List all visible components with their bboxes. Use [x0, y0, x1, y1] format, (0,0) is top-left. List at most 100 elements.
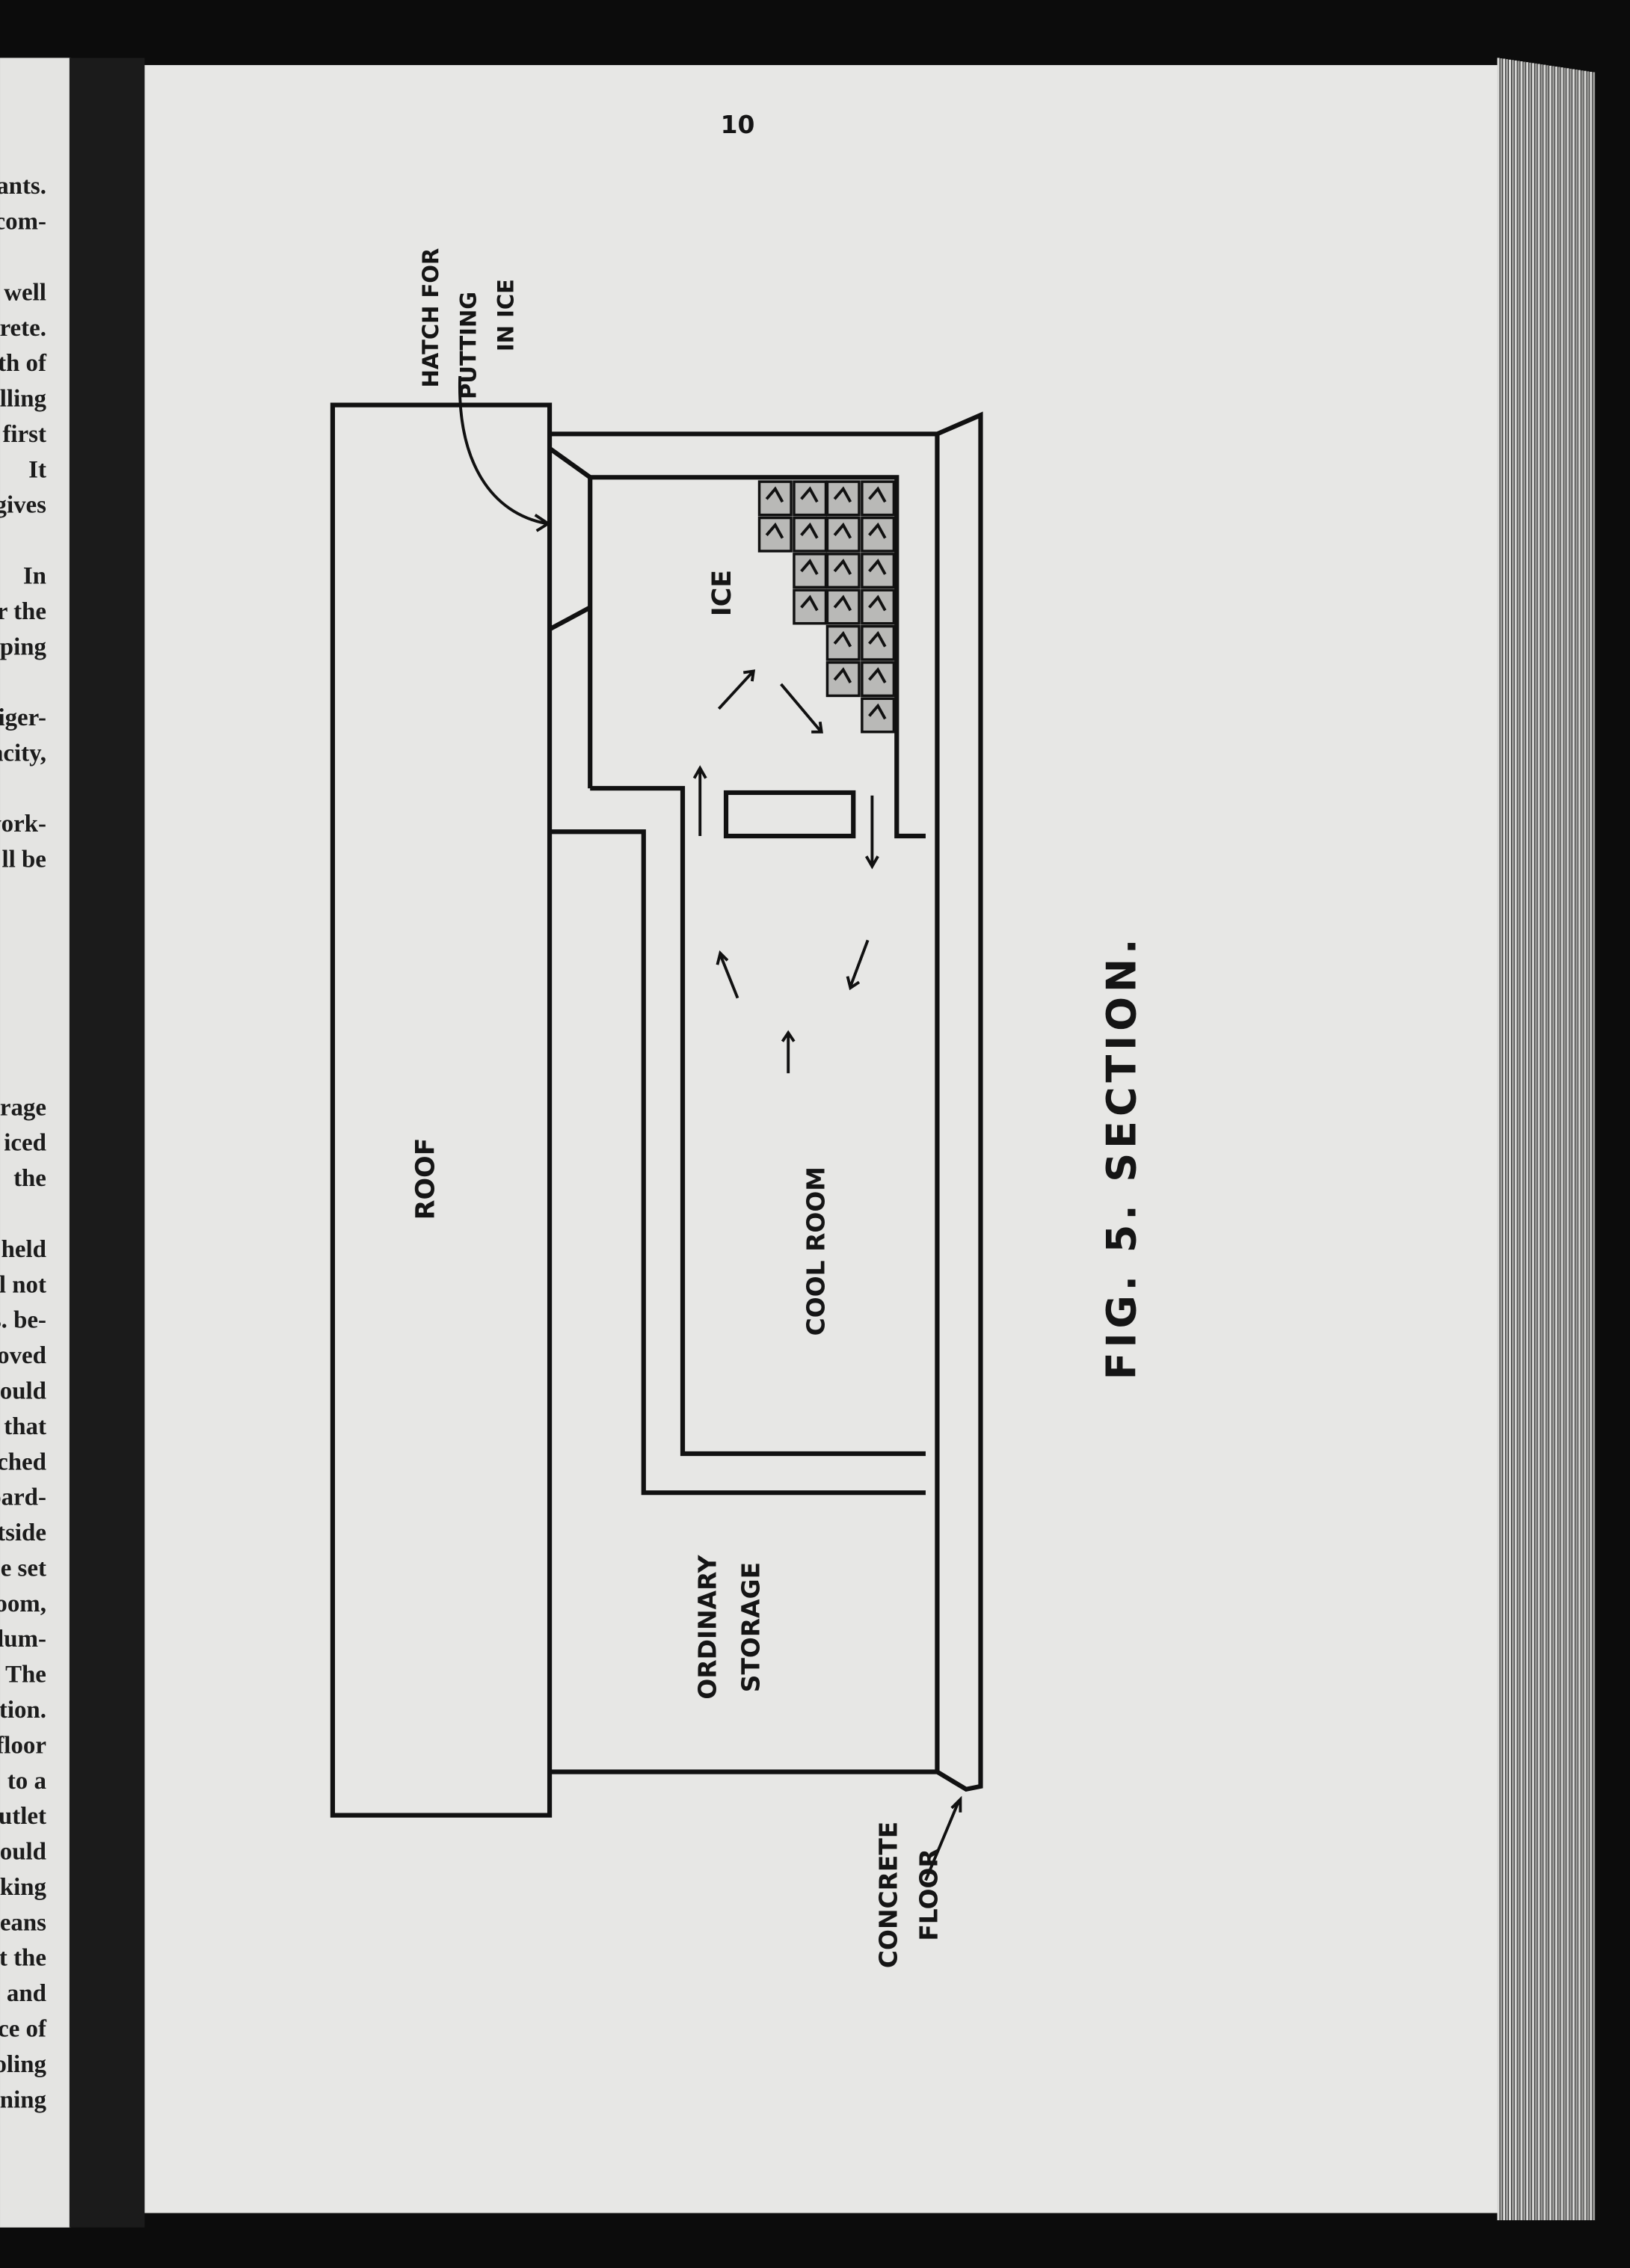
left-page-text-line: lum-	[0, 1626, 46, 1653]
roof-label: ROOF	[410, 1138, 440, 1220]
arrow-icon	[692, 765, 707, 837]
ice-texture	[800, 522, 819, 539]
left-page-text-line: would	[0, 1377, 46, 1404]
ice-block	[861, 624, 896, 661]
book-spine-gutter	[69, 58, 145, 2228]
left-page-text-line: iger-	[0, 704, 46, 731]
left-page-text-line: l not	[0, 1271, 46, 1298]
left-page-text-line: ening	[0, 2086, 46, 2113]
ice-block	[825, 480, 861, 517]
hatch-door	[548, 605, 591, 632]
left-page-text-line: rete.	[0, 315, 46, 342]
left-page-text-line: e set	[1, 1555, 46, 1582]
ice-block	[793, 588, 828, 625]
ice-texture	[868, 703, 887, 720]
cool-room-label: COOL ROOM	[802, 1167, 831, 1336]
baffle-plate	[723, 790, 856, 839]
page-number: 10	[721, 110, 755, 139]
left-page	[0, 58, 71, 2228]
ice-texture	[800, 594, 819, 612]
ice-texture	[833, 486, 852, 503]
left-page-text-line: the	[13, 1165, 46, 1192]
ice-block	[757, 516, 793, 553]
left-page-text-line: lling	[0, 386, 46, 413]
arrow-icon	[864, 795, 879, 870]
figure-caption: FIG. 5. SECTION.	[1098, 935, 1145, 1380]
ice-block	[825, 516, 861, 553]
ice-texture	[833, 630, 852, 648]
page-edges	[1497, 58, 1596, 2221]
ice-block	[825, 661, 861, 698]
ice-block	[793, 516, 828, 553]
hatch-label-line3: IN ICE	[493, 279, 519, 351]
ice-texture	[833, 522, 852, 539]
left-page-text-line: The	[5, 1662, 46, 1688]
floor-pointer-arrow	[924, 1795, 962, 1881]
left-page-text-line: ping	[0, 633, 46, 660]
left-page-text-line: ll be	[2, 846, 46, 873]
ice-block	[793, 553, 828, 589]
right-page	[144, 65, 1498, 2213]
hatch-label-line1: HATCH FOR	[418, 248, 443, 388]
left-page-text-line: first	[2, 421, 46, 448]
left-page-text-line: In	[23, 562, 46, 589]
left-page-text-line: utlet	[0, 1803, 46, 1830]
concrete-floor-label-line2: FLOOR	[914, 1848, 943, 1940]
left-page-text-line: gives	[0, 492, 46, 519]
hatch-line	[548, 446, 592, 479]
left-page-text-line: ants.	[0, 173, 46, 200]
left-page-text-line: oling	[0, 2051, 46, 2078]
ice-texture	[765, 486, 784, 503]
ice-texture	[868, 594, 887, 612]
arrow-icon	[716, 950, 739, 999]
ice-block	[861, 516, 896, 553]
left-page-text-line: hould	[0, 1839, 46, 1866]
ice-block	[825, 553, 861, 589]
ice-block	[861, 697, 896, 734]
ice-block	[793, 480, 828, 517]
left-page-text-line: r the	[0, 598, 46, 625]
ice-block	[861, 553, 896, 589]
left-page-text-line: room,	[0, 1591, 46, 1617]
left-page-text-line: ce of	[0, 2016, 47, 2043]
arrow-icon	[781, 1030, 796, 1074]
left-page-text-line: t the	[0, 1945, 46, 1972]
left-page-text-line: orage	[0, 1094, 46, 1121]
ordinary-storage-label-line2: STORAGE	[736, 1562, 766, 1692]
arrow-icon	[846, 939, 870, 991]
left-page-text-line: tside	[0, 1519, 46, 1546]
left-page-text-line: oard-	[0, 1484, 46, 1511]
left-page-text-line: neans	[0, 1909, 46, 1936]
ice-texture	[868, 630, 887, 648]
ice-texture	[833, 667, 852, 683]
hatch-pointer-arrow	[458, 375, 551, 532]
ice-block	[757, 480, 793, 517]
ice-texture	[800, 559, 819, 575]
ice-blocks	[757, 480, 896, 734]
cool-room-outer-wall	[550, 829, 926, 1496]
section-diagram: ROOF ICE COOL ROOM ORDINARY STORAGE CONC…	[330, 248, 983, 1968]
ice-texture	[868, 486, 887, 503]
left-page-text-line: tion.	[0, 1697, 46, 1724]
left-page-text-line: and	[7, 1980, 46, 2007]
left-page-text-line: vork-	[0, 811, 46, 838]
ice-texture	[833, 594, 852, 612]
left-page-text-line: com-	[0, 209, 46, 236]
ice-texture	[833, 559, 852, 575]
airflow-arrows	[692, 669, 879, 1074]
ice-block	[825, 588, 861, 625]
concrete-floor-label-line1: CONCRETE	[873, 1822, 902, 1968]
cool-room-inner-wall	[590, 786, 926, 1457]
ice-block	[861, 661, 896, 698]
left-page-text-line: held	[1, 1236, 46, 1263]
left-page-text-line: It	[28, 456, 46, 483]
ice-texture	[800, 486, 819, 503]
ordinary-storage-label-line1: ORDINARY	[692, 1554, 722, 1699]
ice-block	[861, 588, 896, 625]
left-page-text-line: rking	[0, 1874, 46, 1901]
arrow-icon	[780, 683, 823, 734]
left-page-text-line: tched	[0, 1448, 46, 1475]
